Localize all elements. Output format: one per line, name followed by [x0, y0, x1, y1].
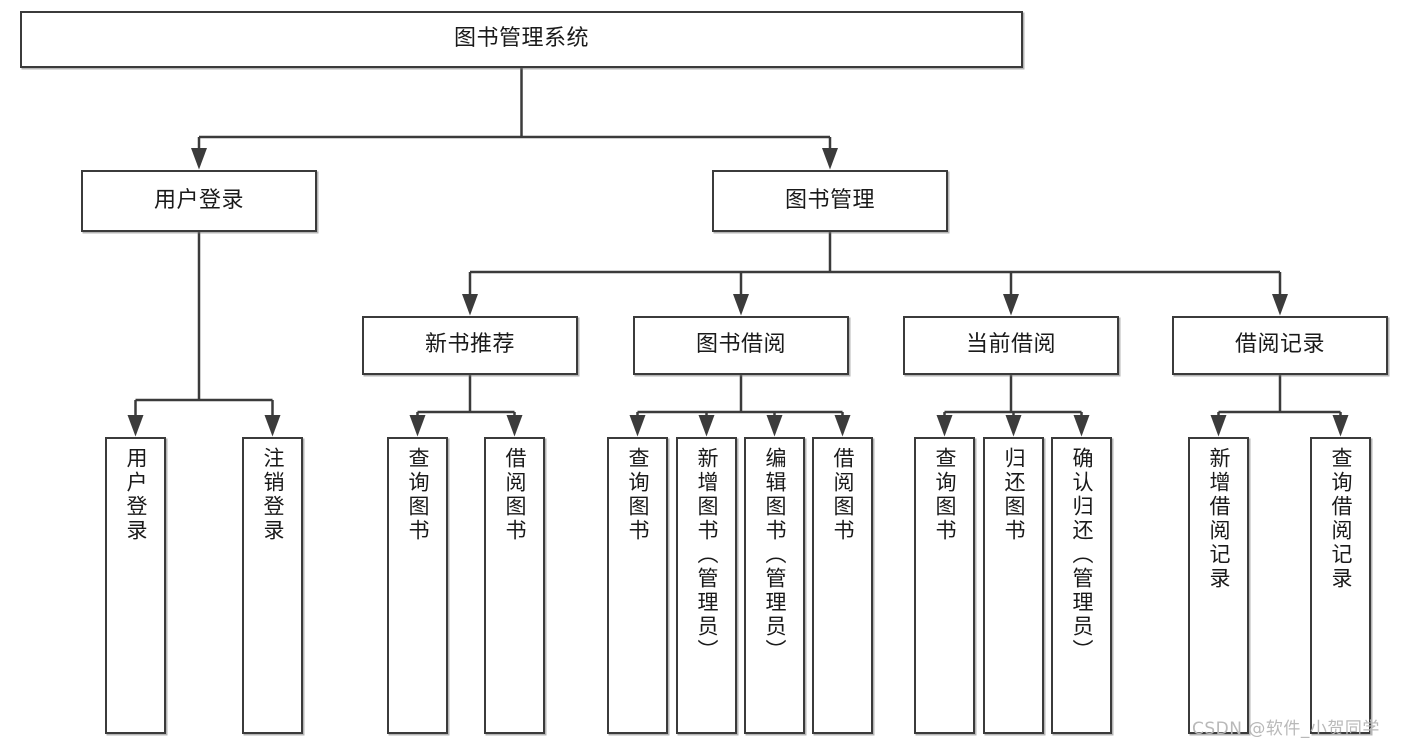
node-leaf-user-logout[interactable]: 注销登录 [242, 437, 303, 734]
node-label-bookmgmt: 图书管理 [784, 187, 875, 213]
node-label-leaf-cur-query: 查询图书 [933, 447, 957, 543]
node-leaf-bk-edit[interactable]: 编辑图书（管理员） [744, 437, 805, 734]
node-leaf-cur-query[interactable]: 查询图书 [914, 437, 975, 734]
node-label-root: 图书管理系统 [453, 26, 589, 52]
watermark: CSDN @软件_小贺同学 [1192, 719, 1380, 739]
node-leaf-rec-add[interactable]: 新增借阅记录 [1188, 437, 1249, 734]
node-label-leaf-bk-edit: 编辑图书（管理员） [763, 447, 787, 663]
node-root[interactable]: 图书管理系统 [20, 11, 1023, 68]
node-leaf-bk-query[interactable]: 查询图书 [607, 437, 668, 734]
node-label-leaf-user-login: 用户登录 [124, 447, 148, 543]
node-label-login: 用户登录 [153, 187, 244, 213]
node-leaf-bk-add[interactable]: 新增图书（管理员） [676, 437, 737, 734]
node-leaf-cur-confirm[interactable]: 确认归还（管理员） [1051, 437, 1112, 734]
node-borrow[interactable]: 图书借阅 [633, 316, 849, 375]
node-login[interactable]: 用户登录 [81, 170, 317, 232]
node-label-current: 当前借阅 [965, 332, 1056, 358]
node-leaf-user-login[interactable]: 用户登录 [105, 437, 166, 734]
node-leaf-nb-borrow[interactable]: 借阅图书 [484, 437, 545, 734]
node-leaf-nb-query[interactable]: 查询图书 [387, 437, 448, 734]
node-newbook[interactable]: 新书推荐 [362, 316, 578, 375]
node-label-leaf-user-logout: 注销登录 [261, 447, 285, 543]
node-label-newbook: 新书推荐 [424, 332, 515, 358]
node-label-leaf-bk-borrow: 借阅图书 [831, 447, 855, 543]
node-label-records: 借阅记录 [1234, 332, 1325, 358]
node-current[interactable]: 当前借阅 [903, 316, 1119, 375]
node-label-leaf-nb-borrow: 借阅图书 [503, 447, 527, 543]
node-label-leaf-cur-return: 归还图书 [1002, 447, 1026, 543]
node-label-borrow: 图书借阅 [695, 332, 786, 358]
node-label-leaf-nb-query: 查询图书 [406, 447, 430, 543]
node-leaf-cur-return[interactable]: 归还图书 [983, 437, 1044, 734]
node-bookmgmt[interactable]: 图书管理 [712, 170, 948, 232]
node-leaf-bk-borrow[interactable]: 借阅图书 [812, 437, 873, 734]
node-records[interactable]: 借阅记录 [1172, 316, 1388, 375]
node-label-leaf-rec-query: 查询借阅记录 [1329, 447, 1353, 591]
node-leaf-rec-query[interactable]: 查询借阅记录 [1310, 437, 1371, 734]
node-label-leaf-bk-query: 查询图书 [626, 447, 650, 543]
node-label-leaf-rec-add: 新增借阅记录 [1207, 447, 1231, 591]
node-label-leaf-cur-confirm: 确认归还（管理员） [1070, 447, 1094, 663]
node-label-leaf-bk-add: 新增图书（管理员） [695, 447, 719, 663]
